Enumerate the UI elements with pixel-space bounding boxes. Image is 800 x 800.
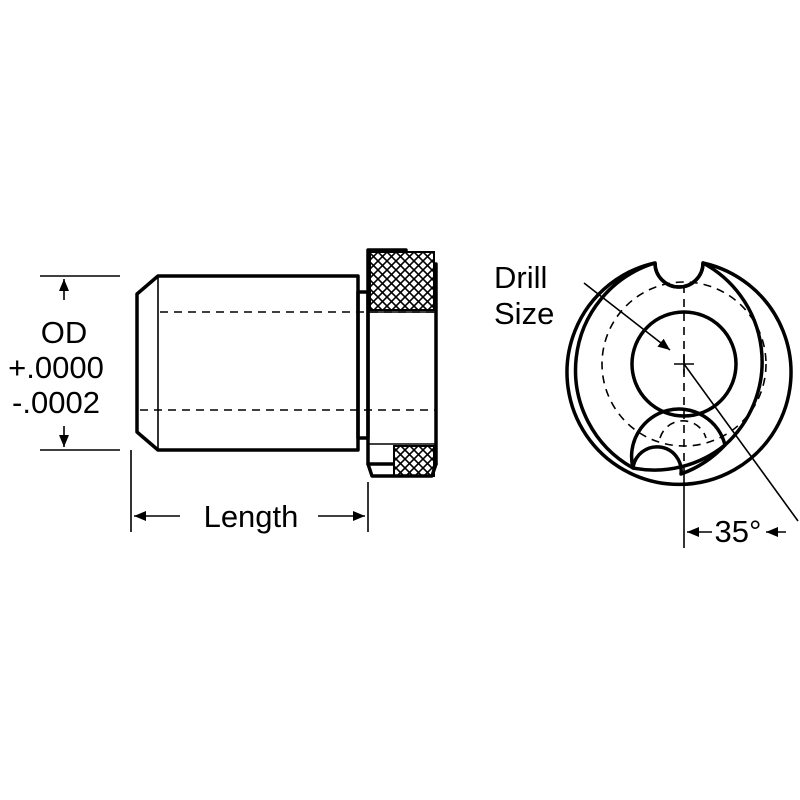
- length-label: Length: [204, 499, 299, 534]
- end-view: [565, 261, 799, 548]
- drill-leader-arrow: [583, 282, 671, 351]
- drill-label-line1: Drill: [494, 260, 547, 295]
- end-view-outline-full: [573, 261, 764, 476]
- length-dimension: Length: [130, 450, 369, 534]
- od-label: OD: [41, 315, 88, 350]
- angle-line-35: [683, 363, 799, 522]
- angle-dimension: 35°: [687, 514, 786, 549]
- knurl-upper: [369, 251, 435, 311]
- bushing-body: [135, 274, 360, 452]
- drill-size-callout: Drill Size: [494, 260, 671, 351]
- od-dimension: OD +.0000 -.0002: [8, 275, 120, 451]
- side-view: [135, 248, 438, 478]
- lock-notch-hidden: [659, 420, 707, 439]
- od-tolerance-minus: -.0002: [12, 385, 100, 420]
- knurl-lower: [393, 445, 435, 477]
- angle-label: 35°: [715, 514, 762, 549]
- drill-label-line2: Size: [494, 296, 554, 331]
- od-tolerance-plus: +.0000: [8, 350, 104, 385]
- head-step: [366, 462, 438, 478]
